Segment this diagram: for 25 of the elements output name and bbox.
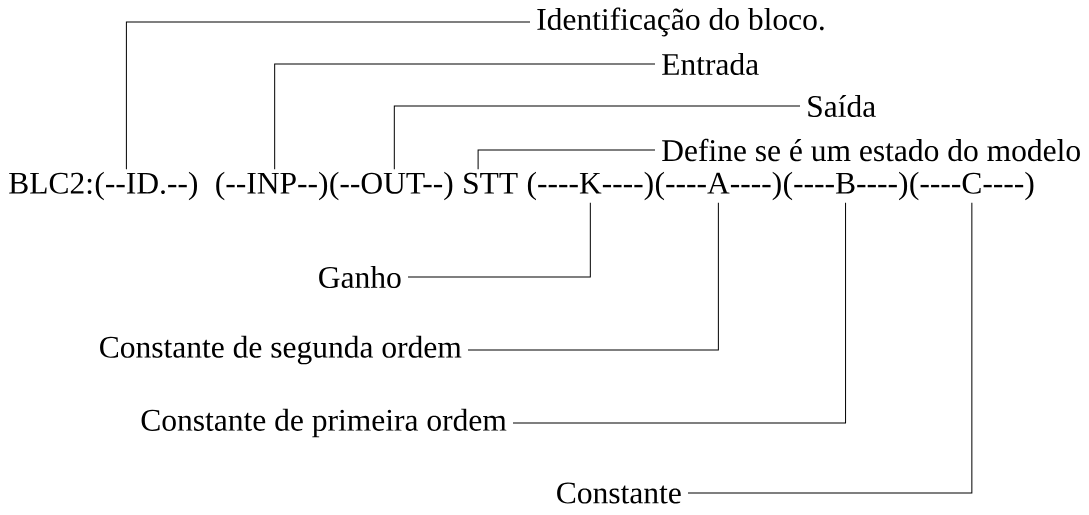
callout-label: Constante de segunda ordem [100,335,462,365]
callout-label: Identificação do bloco. [537,7,824,37]
code-token: (--INP--) [216,171,328,201]
code-token: (--ID.--) [95,171,197,201]
code-token: (----C----) [910,171,1034,201]
code-token: (--OUT--) [330,171,453,201]
code-token: (----A----) [655,171,781,201]
leader-line [687,202,973,494]
callout-label: Constante de primeira ordem [141,408,507,438]
leader-line [407,202,591,278]
leader-line [512,202,847,424]
leader-line [274,63,656,170]
code-token: BLC2: [9,172,92,194]
callout-label: Ganho [319,265,401,289]
callout-label: Saída [808,94,876,118]
code-token: STT [464,172,518,194]
callout-label: Define se é um estado do modelo [662,138,1080,162]
code-token: (----K----) [527,171,653,201]
leader-line [477,149,656,170]
callout-label: Constante [557,482,681,504]
code-token: (----B----) [784,171,908,201]
callout-label: Entrada [662,52,759,76]
leader-line [125,21,531,170]
leader-line [393,105,801,170]
leader-line [467,202,719,351]
